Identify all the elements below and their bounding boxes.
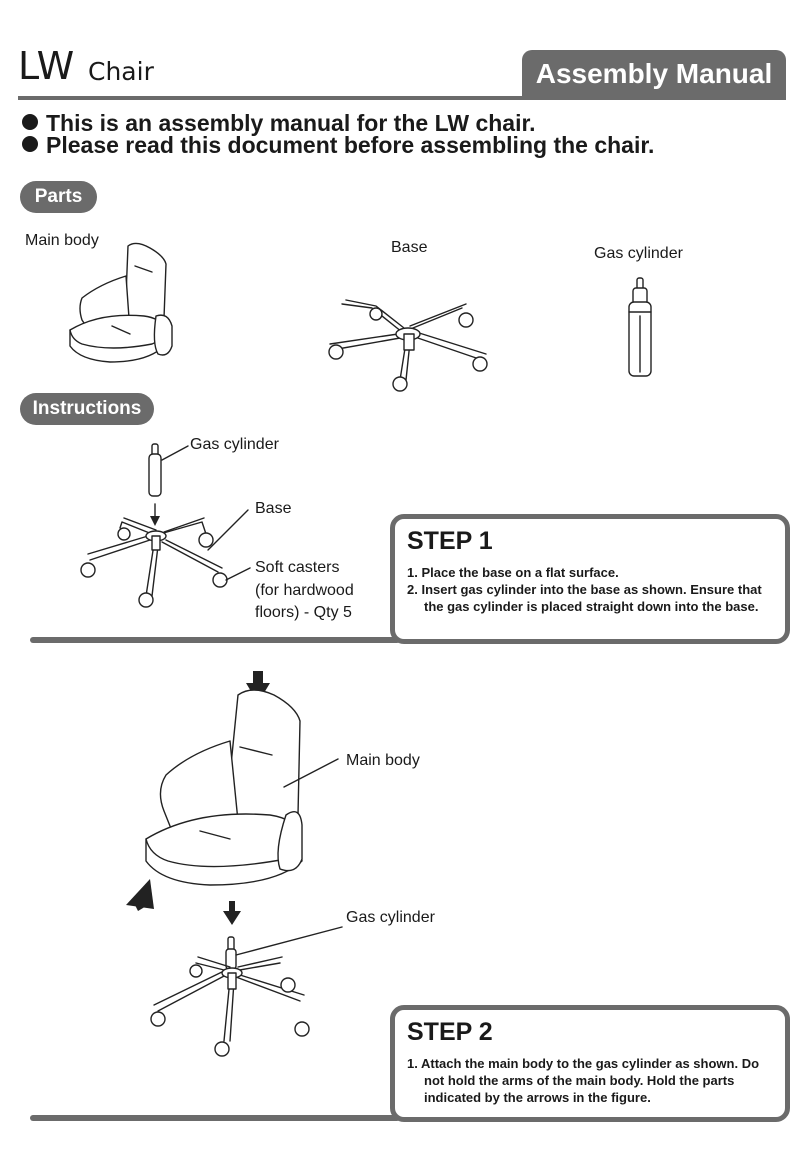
header-rule [18,96,786,100]
part-label-base: Base [391,239,428,256]
step1-title: STEP 1 [407,527,493,555]
gas-cylinder-illustration [628,277,652,377]
step2-list: 1. Attach the main body to the gas cylin… [407,1055,779,1106]
bullet-icon [22,114,38,130]
intro-line-1: This is an assembly manual for the LW ch… [22,110,536,137]
model-name: LW [18,44,76,88]
callout-main-body: Main body [346,752,420,769]
callout-gas-cylinder-2: Gas cylinder [346,909,435,926]
callout-gas-cylinder: Gas cylinder [190,436,279,453]
callout-casters-3: floors) - Qty 5 [255,604,352,621]
step1-illustration [80,443,251,608]
step2-box: STEP 2 1. Attach the main body to the ga… [390,1005,790,1122]
intro-text-2: Please read this document before assembl… [46,132,655,158]
step1-box: STEP 1 1. Place the base on a flat surfa… [390,514,790,644]
document-type-badge: Assembly Manual [522,50,786,98]
part-label-main-body: Main body [25,232,99,249]
intro-line-2: Please read this document before assembl… [22,132,654,159]
step1-divider [30,637,400,643]
intro-text-1: This is an assembly manual for the LW ch… [46,110,536,136]
step1-list: 1. Place the base on a flat surface. 2. … [407,564,779,615]
part-label-gas-cylinder: Gas cylinder [594,245,683,262]
step2-item-1: 1. Attach the main body to the gas cylin… [407,1056,760,1105]
base-illustration [328,299,488,392]
callout-casters-1: Soft casters [255,559,340,576]
step1-item-2: 2. Insert gas cylinder into the base as … [407,582,762,614]
step2-illustration [126,671,343,1057]
callout-base: Base [255,500,292,517]
product-name: Chair [88,57,154,86]
step1-item-1: 1. Place the base on a flat surface. [407,565,619,580]
parts-heading: Parts [20,181,97,213]
bullet-icon [22,136,38,152]
step2-title: STEP 2 [407,1018,493,1046]
instructions-heading: Instructions [20,393,154,425]
step2-divider [30,1115,400,1121]
main-body-illustration [69,242,173,363]
callout-casters-2: (for hardwood [255,582,354,599]
